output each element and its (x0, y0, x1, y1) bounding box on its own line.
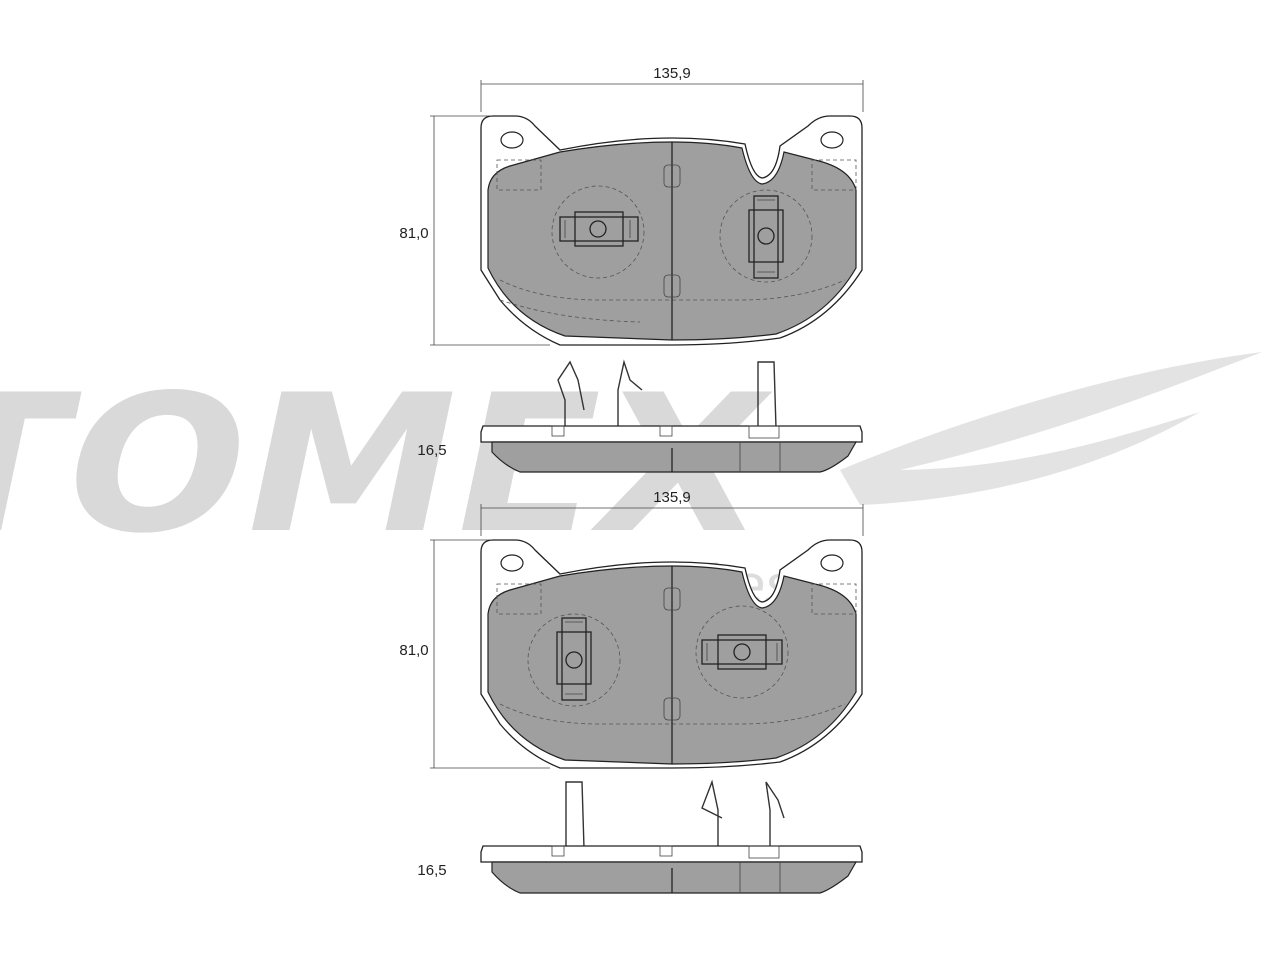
bottom-width-dimension: 135,9 (480, 489, 864, 536)
top-right-mount-hole (820, 131, 844, 149)
top-width-label: 135,9 (653, 65, 691, 82)
watermark-swoosh (840, 352, 1262, 505)
top-height-label: 81,0 (399, 225, 428, 242)
bottom-pad-view: 135,9 81,0 (399, 489, 864, 769)
bottom-thickness-label: 16,5 (417, 862, 446, 879)
top-height-dimension: 81,0 (399, 115, 550, 346)
bottom-height-dimension: 81,0 (399, 539, 550, 769)
bottom-right-clip-detail (695, 605, 789, 699)
top-width-dimension: 135,9 (480, 65, 864, 112)
top-right-clip-detail (719, 189, 813, 283)
bottom-left-mount-hole (500, 554, 524, 572)
bottom-right-mount-hole (820, 554, 844, 572)
top-left-clip-detail (551, 185, 645, 279)
bottom-height-label: 81,0 (399, 642, 428, 659)
top-side-view: 16,5 (417, 359, 863, 473)
top-left-mount-hole (500, 131, 524, 149)
bottom-width-label: 135,9 (653, 489, 691, 506)
top-thickness-label: 16,5 (417, 442, 446, 459)
top-thickness-dimension: 16,5 (417, 442, 446, 459)
bottom-left-clip-detail (527, 613, 621, 707)
top-pad-view: 135,9 81,0 (399, 65, 864, 346)
bottom-thickness-dimension: 16,5 (417, 862, 446, 879)
bottom-side-view: 16,5 (417, 779, 863, 894)
